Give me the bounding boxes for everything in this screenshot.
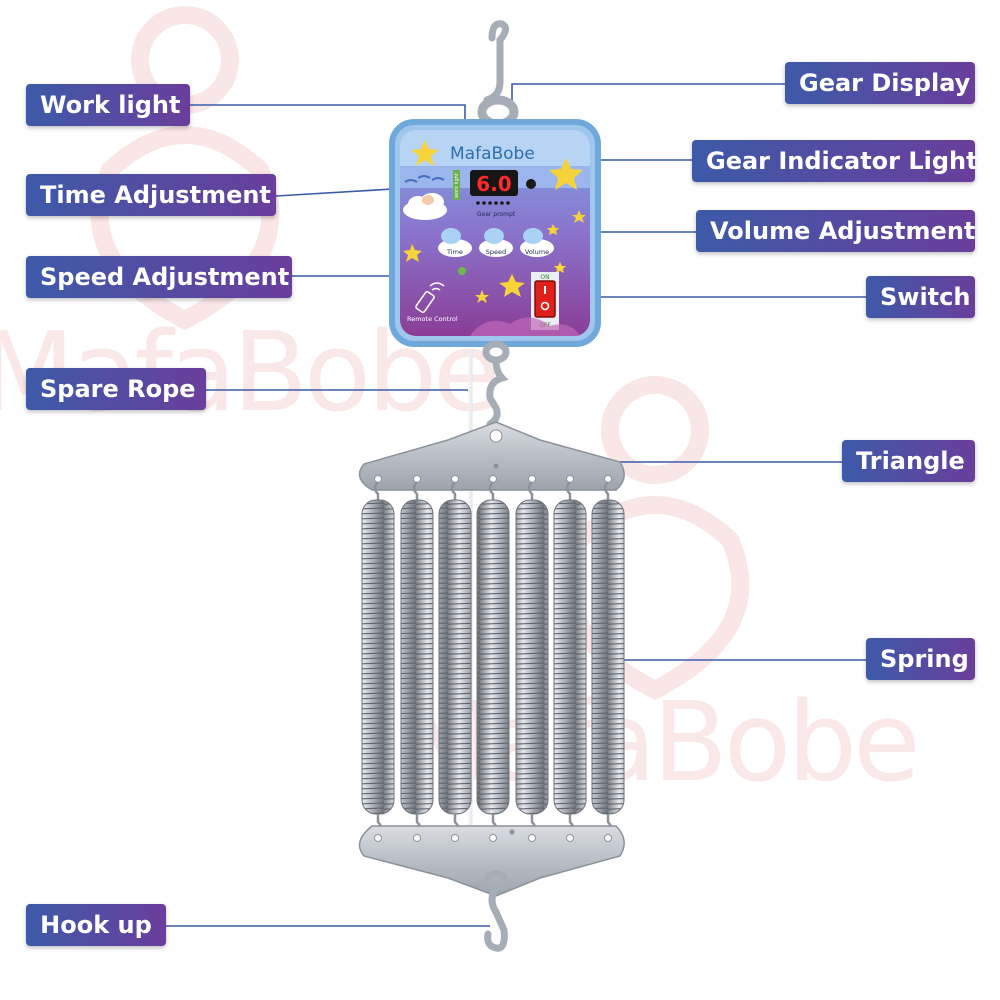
speed-button[interactable]: Speed bbox=[479, 228, 513, 257]
top-hook bbox=[477, 20, 519, 129]
gear-display bbox=[470, 170, 518, 196]
bottom-triangle-plate bbox=[358, 825, 625, 897]
star-icon bbox=[547, 224, 559, 235]
callout-spring: Spring bbox=[866, 638, 975, 680]
star-icon bbox=[403, 244, 422, 262]
callout-volume-adjustment: Volume Adjustment bbox=[696, 210, 975, 252]
star-icon bbox=[475, 290, 489, 303]
star-icon bbox=[411, 140, 439, 166]
star-icon bbox=[499, 274, 525, 297]
cloud-illustration bbox=[403, 175, 447, 220]
panel-cloud-bottom bbox=[470, 317, 580, 336]
panel-stars bbox=[403, 140, 586, 303]
spring bbox=[515, 481, 549, 835]
callout-gear-display: Gear Display bbox=[785, 62, 975, 104]
leader-time-adjustment bbox=[275, 187, 411, 197]
middle-hook bbox=[482, 340, 510, 428]
remote-control-icon bbox=[415, 282, 445, 314]
volume-button-label: Volume bbox=[525, 248, 549, 256]
gear-prompt-label: Gear prompt bbox=[477, 211, 516, 218]
speed-indicator-light bbox=[458, 267, 466, 275]
volume-button[interactable]: Volume bbox=[520, 228, 554, 257]
callout-switch: Switch bbox=[866, 276, 975, 318]
work-light-strip bbox=[453, 170, 460, 200]
callout-spare-rope: Spare Rope bbox=[26, 368, 206, 410]
gear-indicator-light bbox=[526, 179, 536, 189]
spring bbox=[476, 481, 510, 835]
springs-group bbox=[361, 481, 625, 835]
work-light-side-label: work light bbox=[454, 173, 460, 198]
spring bbox=[361, 481, 395, 835]
callout-work-light: Work light bbox=[26, 84, 190, 126]
spring bbox=[591, 481, 625, 835]
time-button[interactable]: Time bbox=[438, 228, 472, 257]
speed-button-label: Speed bbox=[486, 248, 506, 256]
star-icon bbox=[572, 210, 586, 223]
callout-gear-indicator-light: Gear Indicator Light bbox=[692, 140, 978, 182]
star-icon bbox=[554, 262, 566, 273]
bottom-hook bbox=[484, 870, 508, 952]
callout-triangle: Triangle bbox=[842, 440, 975, 482]
spring bbox=[438, 481, 472, 835]
gear-display-value: 6.0 bbox=[476, 172, 511, 196]
remote-control-label: Remote Control bbox=[407, 315, 458, 323]
spring bbox=[553, 481, 587, 835]
star-icon bbox=[549, 158, 583, 190]
gear-dots bbox=[476, 201, 510, 205]
spring bbox=[400, 481, 434, 835]
time-button-label: Time bbox=[446, 248, 463, 256]
switch-on-label: ON bbox=[540, 274, 549, 281]
control-panel: MafaBobe bbox=[389, 119, 601, 347]
callout-speed-adjustment: Speed Adjustment bbox=[26, 256, 292, 298]
callout-hook-up: Hook up bbox=[26, 904, 166, 946]
panel-brand-text: MafaBobe bbox=[450, 144, 535, 164]
callout-time-adjustment: Time Adjustment bbox=[26, 174, 276, 216]
